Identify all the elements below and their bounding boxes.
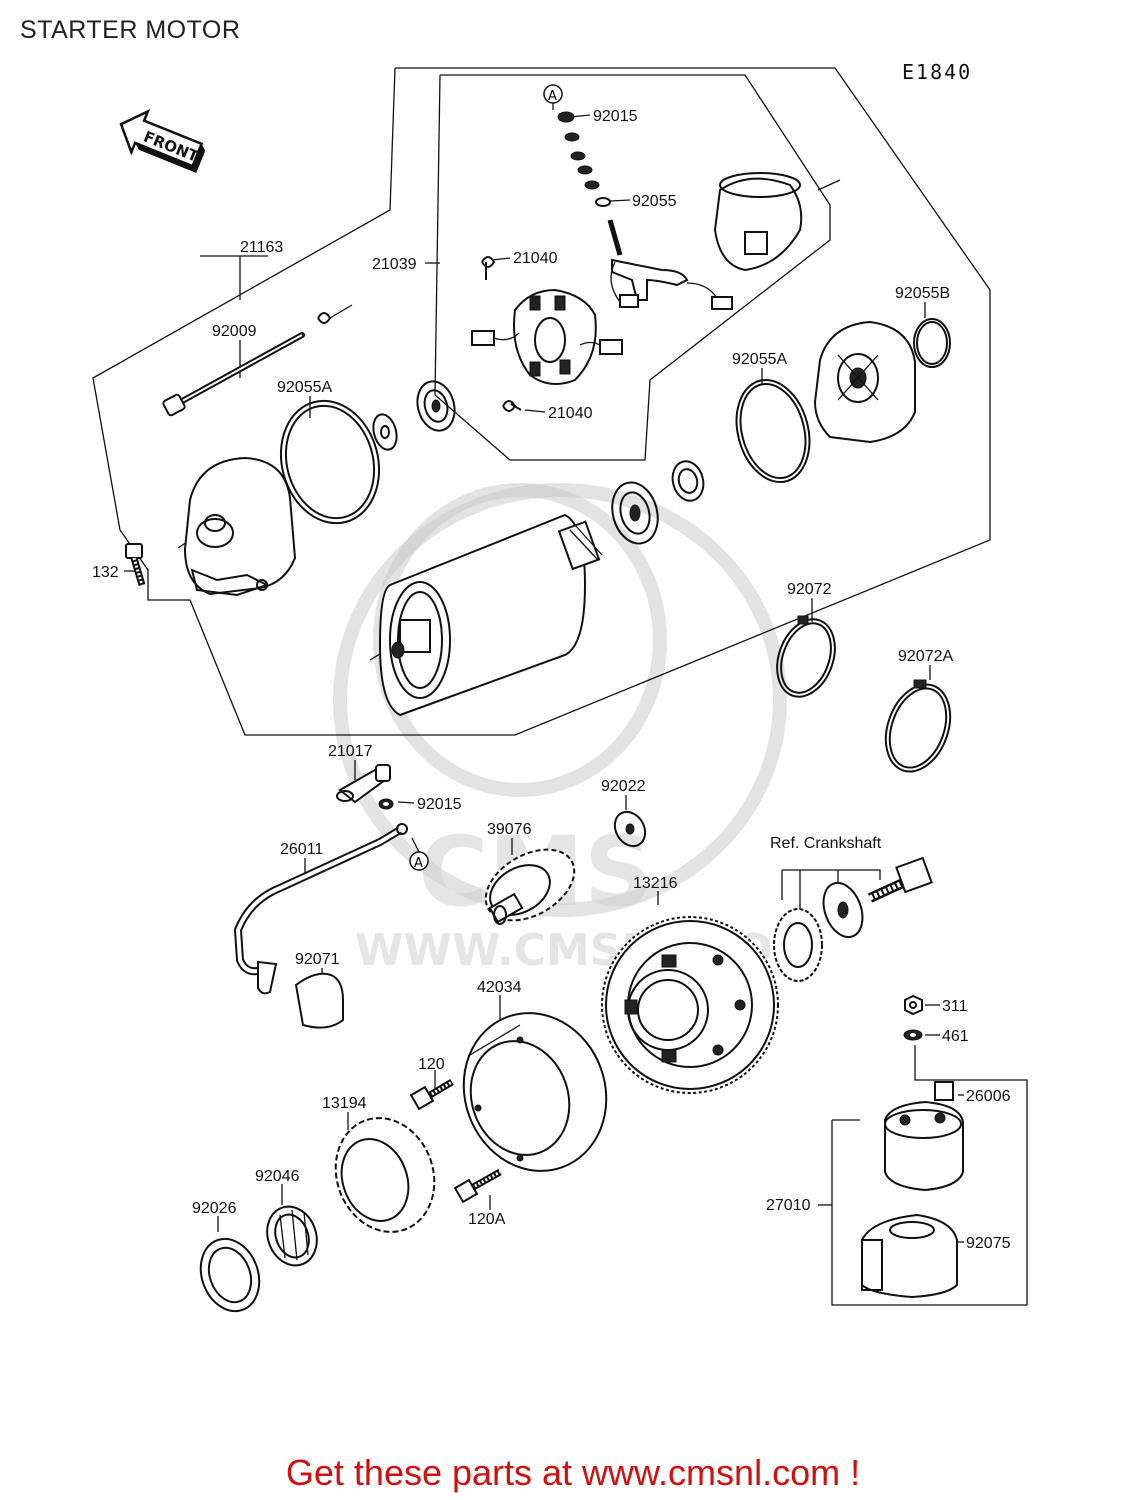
part-120a-bolt [453, 1168, 502, 1204]
part-26011-lead [233, 823, 408, 995]
marker-a-bottom: A [409, 837, 429, 871]
callout-92009: 92009 [212, 323, 257, 340]
callout-92055a-right: 92055A [732, 351, 787, 368]
part-brush-cover [713, 172, 803, 272]
callout-92022: 92022 [601, 778, 646, 795]
part-seal-right [671, 460, 705, 502]
callout-92015-mid: 92015 [417, 796, 462, 813]
part-92072a-ring [884, 679, 952, 773]
front-arrow-icon: FRONT [119, 108, 206, 173]
callout-92026: 92026 [192, 1200, 237, 1217]
part-washer-left [372, 413, 398, 451]
part-92072-ring [776, 615, 836, 698]
part-92075-relay-cover [861, 1213, 958, 1299]
callout-92075: 92075 [966, 1235, 1011, 1252]
part-bearing-right [611, 481, 659, 545]
callout-92072: 92072 [787, 581, 832, 598]
callout-13194: 13194 [322, 1095, 367, 1112]
part-92022-washer [613, 810, 647, 848]
part-terminal-bolt [607, 219, 733, 310]
callout-42034: 42034 [477, 979, 522, 996]
marker-a-top: A [543, 84, 563, 110]
part-92055a-oring-left [279, 399, 381, 525]
callout-21040-top: 21040 [513, 250, 558, 267]
callout-39076: 39076 [487, 821, 532, 838]
svg-text:A: A [548, 89, 557, 104]
callout-21017: 21017 [328, 743, 373, 760]
part-crankshaft-washer [822, 881, 864, 939]
ref-crankshaft-label: Ref. Crankshaft [770, 835, 882, 852]
part-120-bolt [409, 1078, 454, 1111]
part-crankshaft-sprocket [773, 908, 823, 982]
callout-26011: 26011 [280, 841, 323, 858]
part-26006-relay [884, 1081, 964, 1192]
callout-92055b: 92055B [895, 285, 950, 302]
part-end-cover-right [813, 320, 916, 444]
part-92071-boot [294, 972, 344, 1029]
part-21017-cap [336, 764, 391, 804]
leader-lines [124, 114, 1028, 1306]
page-title: STARTER MOTOR [20, 16, 241, 44]
part-yoke-armature [378, 513, 603, 717]
callout-120: 120 [418, 1056, 445, 1073]
part-42034-clutch-housing [462, 1012, 608, 1172]
callout-311: 311 [942, 998, 968, 1015]
callout-21040-bottom: 21040 [548, 405, 593, 422]
part-92009-bolt [162, 332, 305, 417]
assembly-boundary-21163 [92, 67, 991, 736]
exploded-parts-diagram: CMS WWW.CMSNL.COM FRONT [92, 67, 1028, 1313]
part-92015-nut-stack [557, 111, 611, 207]
callout-92015-top: 92015 [593, 108, 638, 125]
part-bearing-left [416, 380, 456, 432]
callout-120a: 120A [468, 1211, 506, 1228]
callout-92046: 92046 [255, 1168, 300, 1185]
assembly-boundary-21039 [434, 74, 831, 461]
callout-21039: 21039 [372, 256, 417, 273]
callout-21163: 21163 [240, 239, 283, 256]
part-21040-spring-top [481, 256, 496, 280]
callout-26006: 26006 [966, 1088, 1011, 1105]
part-clip [317, 312, 332, 324]
part-311-nut [904, 994, 923, 1016]
part-13216-ring-gear [601, 916, 779, 1094]
part-92055a-oring-right [735, 378, 811, 484]
part-13194-clutch [334, 1117, 436, 1233]
part-brush-holder [471, 288, 623, 385]
part-92026-washer [199, 1237, 261, 1313]
callout-461: 461 [942, 1028, 969, 1045]
part-21040-spring-bottom [502, 400, 522, 412]
part-132-bolt [125, 543, 146, 586]
svg-text:A: A [414, 856, 423, 871]
part-end-cover-left [183, 456, 297, 597]
callout-27010: 27010 [766, 1197, 811, 1214]
part-39076-idler-gear [484, 848, 576, 925]
callout-132: 132 [92, 564, 119, 581]
drawing-code: E1840 [902, 60, 973, 84]
callout-92055: 92055 [632, 193, 677, 210]
part-92055b-oring [913, 318, 951, 368]
callout-92071: 92071 [295, 951, 340, 968]
callout-labels: 21163 92009 92055A 132 21039 92015 92055… [92, 108, 1011, 1252]
part-crankshaft-bolt [867, 856, 933, 903]
callout-13216: 13216 [633, 875, 678, 892]
callout-92072a: 92072A [898, 648, 953, 665]
callout-92055a-left: 92055A [277, 379, 332, 396]
promo-link-text[interactable]: Get these parts at www.cmsnl.com ! [285, 1452, 861, 1493]
part-92046-needle-bearing [266, 1205, 318, 1267]
